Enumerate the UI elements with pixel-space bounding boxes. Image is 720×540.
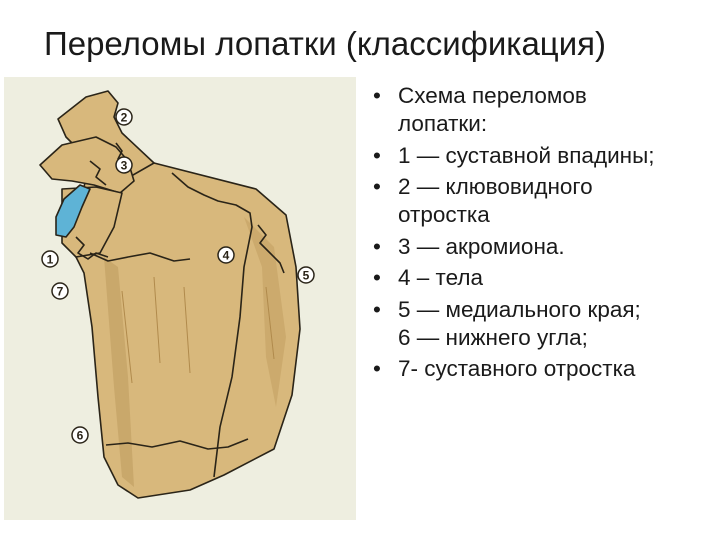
scapula-illustration: 2 3 4 1 7 5 6 [4,77,356,520]
list-item: • 3 — акромиона. [366,233,716,261]
list-item: • 4 – тела [366,264,716,292]
svg-text:3: 3 [121,159,128,173]
marker-2: 2 [115,108,133,126]
svg-text:6: 6 [77,429,84,443]
list-item: • 2 — клювовидного отростка [366,173,716,229]
svg-text:1: 1 [47,253,54,267]
bullet-icon: • [373,356,381,381]
svg-text:5: 5 [303,269,310,283]
list-item-text: лопатки: [398,111,488,136]
list-item: • 1 — суставной впадины; [366,142,716,170]
fracture-line-4 [171,172,253,478]
classification-list: • Схема переломов лопатки: • 1 — суставной в… [366,82,716,387]
list-item-text: 6 — нижнего угла; [398,324,588,350]
scapula-figure: 2 3 4 1 7 5 6 [4,77,356,520]
glenoid-cavity [55,184,91,238]
marker-7: 7 [51,282,69,300]
list-item-text: 2 — клювовидного [398,174,593,199]
list-item-text: 5 — медиального края; [398,296,641,322]
svg-text:4: 4 [223,249,230,263]
bullet-icon: • [373,265,381,290]
slide-title: Переломы лопатки (классификация) [44,25,606,62]
fracture-line-6 [105,438,249,450]
coracoid-process [39,136,135,194]
marker-4: 4 [217,246,235,264]
bullet-icon: • [373,233,381,259]
bullet-icon: • [373,296,381,322]
fracture-line-2 [89,160,107,186]
list-item-text: 4 – тела [398,265,483,290]
list-item-text: 1 — суставной впадины; [398,142,655,168]
bullet-icon: • [373,142,381,168]
svg-text:2: 2 [121,111,128,125]
list-item-text: Схема переломов [398,83,587,108]
list-item: • Схема переломов лопатки: [366,82,716,138]
fracture-line-7 [89,252,191,262]
marker-1: 1 [41,250,59,268]
bullet-icon: • [373,83,381,108]
fracture-line-1 [75,236,109,260]
marker-6: 6 [71,426,89,444]
fracture-line-5 [257,224,285,274]
bullet-icon: • [373,174,381,199]
list-item-text: 7- суставного отростка [398,356,636,381]
list-item-text: 3 — акромиона. [398,233,565,259]
marker-3: 3 [115,156,133,174]
marker-5: 5 [297,266,315,284]
scapula-body [69,136,301,499]
list-item: • 5 — медиального края;6 — нижнего угла; [366,296,716,352]
list-item-text: отростка [398,202,490,227]
svg-text:7: 7 [57,285,64,299]
list-item: • 7- суставного отростка [366,355,716,383]
